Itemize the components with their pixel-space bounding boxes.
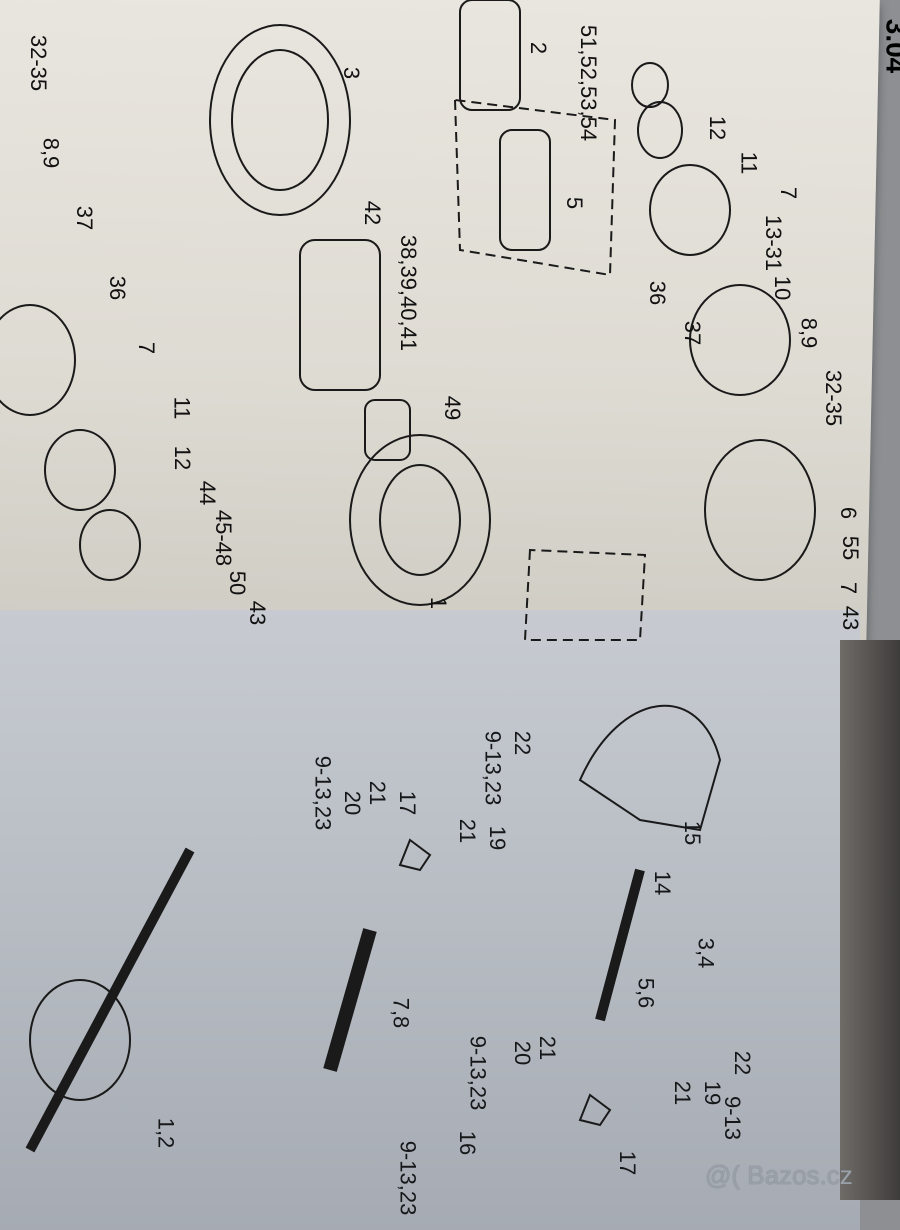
part-label: 20: [340, 790, 366, 816]
part-label: 49: [440, 395, 466, 421]
half-shaft: [25, 847, 195, 1153]
crown-gear: [209, 24, 351, 216]
part-label: 7: [776, 186, 802, 200]
steering-knuckle: [578, 704, 722, 832]
part-label: 21: [670, 1080, 696, 1106]
part-label: 15: [680, 820, 706, 846]
flange: [689, 284, 791, 396]
part-label: 19: [700, 1080, 726, 1106]
part-label: 5: [562, 196, 588, 210]
part-label: 11: [169, 396, 195, 420]
part-label: 21: [455, 818, 481, 844]
part-label: 16: [455, 1130, 481, 1156]
shaft: [299, 239, 381, 391]
part-label: 7: [134, 341, 160, 355]
nut: [44, 429, 116, 511]
part-label: 37: [680, 320, 706, 346]
bearing-right: [649, 164, 731, 256]
part-label: 32-35: [26, 34, 52, 92]
lower-catalog-page: [0, 610, 860, 1230]
sleeve: [364, 399, 411, 461]
part-label: 3: [339, 66, 365, 80]
spider: [398, 838, 432, 872]
part-label: 7: [836, 581, 862, 595]
bazos-watermark: @( Bazos.cz: [705, 1160, 853, 1190]
part-label: 9-13,23: [395, 1140, 421, 1216]
book-edge: [840, 640, 900, 1200]
part-label: 8,9: [796, 317, 822, 349]
part-label: 11: [736, 151, 762, 175]
part-label: 22: [730, 1050, 756, 1076]
part-label: 13-31: [761, 214, 787, 272]
yoke-shaft: [323, 928, 377, 1072]
gear-small: [79, 509, 141, 581]
bevel-gear: [349, 434, 491, 606]
exploded-parts-drawing: [0, 0, 816, 1153]
hub: [704, 439, 816, 581]
part-label: 17: [395, 790, 421, 816]
part-label: 8,9: [38, 137, 64, 169]
part-label: 55: [838, 535, 864, 561]
part-label: 6: [836, 506, 862, 520]
upper-parts: [0, 0, 816, 641]
part-label: 22: [510, 730, 536, 756]
universal-joint: [29, 979, 131, 1101]
part-label: 14: [650, 870, 676, 896]
part-label: 36: [645, 280, 671, 306]
part-label: 9-13,23: [465, 1035, 491, 1111]
part-label: 42: [360, 200, 386, 226]
part-label: 7,8: [388, 997, 414, 1029]
part-label: 44: [195, 480, 221, 506]
part-label: 5,6: [633, 977, 659, 1009]
part-label: 9-13,23: [480, 730, 506, 806]
part-label: 9-13,23: [310, 755, 336, 831]
bearing: [0, 304, 76, 416]
page-number: 3.04: [880, 18, 900, 74]
part-label: 1: [426, 596, 452, 610]
part-label: 20: [510, 1040, 536, 1066]
part-label: 21: [535, 1035, 561, 1061]
part-label: 19: [485, 825, 511, 851]
part-label: 43: [838, 605, 864, 631]
part-label: 12: [170, 445, 196, 471]
part-label: 1,2: [153, 1117, 179, 1149]
part-label: 43: [245, 600, 271, 626]
part-label: 2: [526, 41, 552, 55]
part-label: 21: [365, 780, 391, 806]
yoke-shaft-right: [595, 868, 645, 1022]
part-label: 36: [105, 275, 131, 301]
part-label: 3,4: [693, 937, 719, 969]
part-label: 10: [770, 275, 796, 301]
part-label: 51,52,53,54: [576, 24, 602, 142]
part-label: 45-48: [211, 509, 237, 567]
part-label: 32-35: [821, 369, 847, 427]
part-label: 38,39,40,41: [396, 234, 422, 352]
part-label: 12: [705, 115, 731, 141]
lower-parts: [25, 704, 722, 1153]
part-label: 17: [615, 1150, 641, 1176]
part-label: 50: [225, 570, 251, 596]
part-label: 37: [72, 205, 98, 231]
